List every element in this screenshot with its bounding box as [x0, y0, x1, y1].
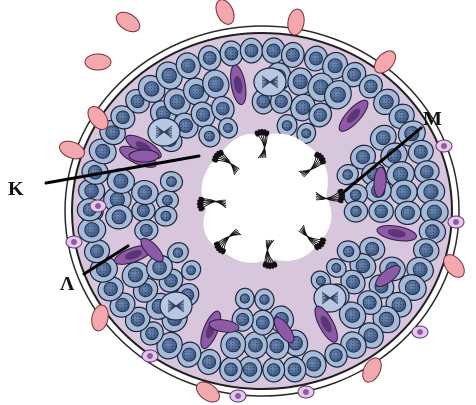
interstitial-cell: [113, 8, 144, 36]
interstitial-nucleus: [95, 203, 101, 209]
interstitial-nucleus: [417, 329, 423, 335]
interstitial-nucleus: [303, 389, 309, 395]
interstitial-cell: [286, 8, 306, 36]
label-l: Λ: [60, 273, 75, 295]
sertoli-cell: [129, 150, 159, 162]
interstitial-nucleus: [453, 219, 459, 225]
interstitial-nucleus: [147, 353, 153, 359]
interstitial-cell: [85, 54, 111, 70]
label-m: Μ: [423, 108, 442, 130]
interstitial-cell: [212, 0, 237, 27]
interstitial-nucleus: [441, 143, 447, 149]
interstitial-nucleus: [235, 393, 241, 399]
interstitial-nucleus: [71, 239, 77, 245]
label-k: Κ: [8, 178, 24, 200]
